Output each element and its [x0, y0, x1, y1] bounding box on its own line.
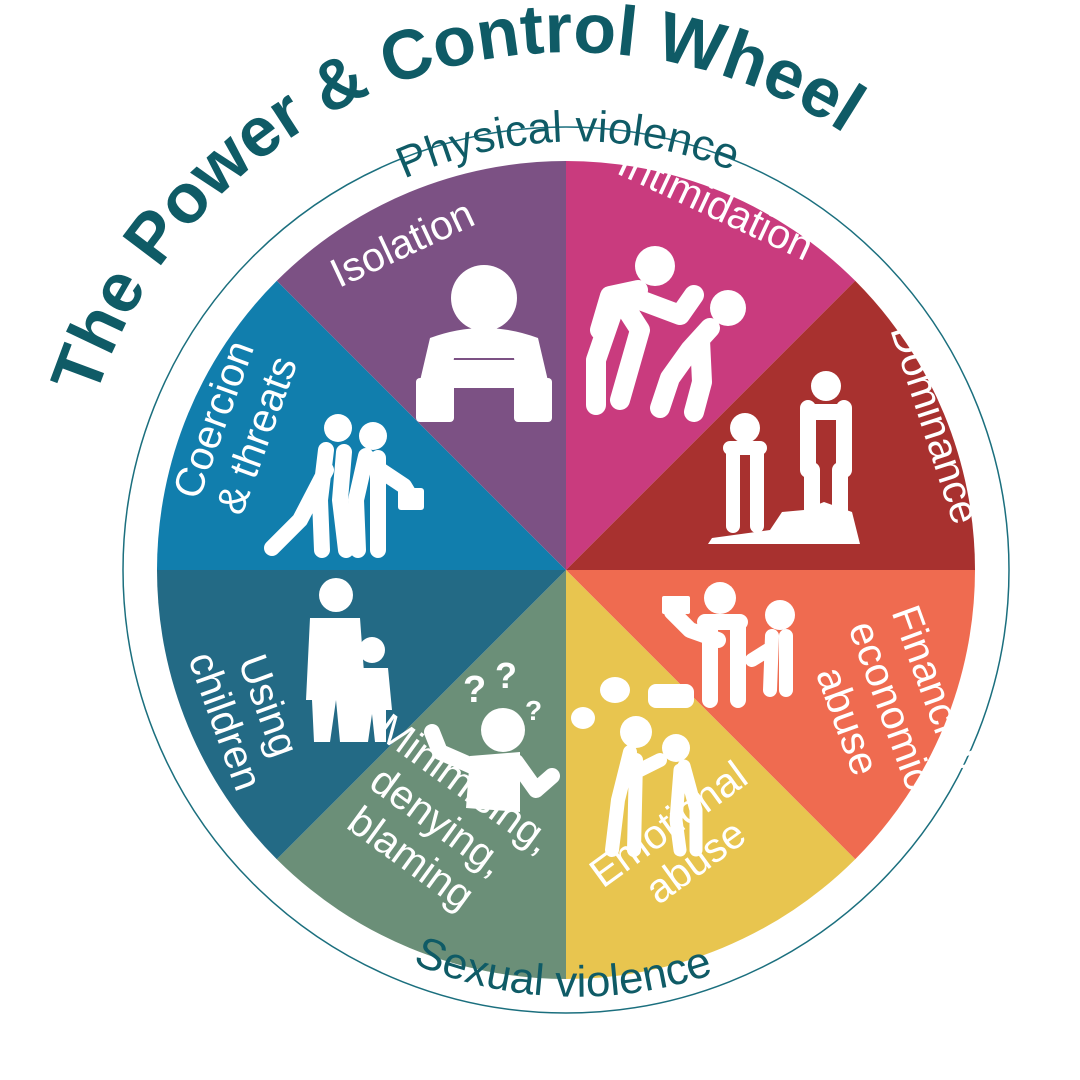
segment-dominance [566, 570, 975, 860]
question-mark-icon: ? [525, 695, 542, 726]
segment-financial [566, 570, 856, 979]
segment-coercion [276, 161, 566, 570]
outer-ring [122, 126, 1010, 1014]
segment-intimidation [566, 280, 975, 570]
sitting-person-icon [416, 265, 552, 422]
question-mark-icon: ? [495, 655, 517, 696]
question-mark-icon: ? [463, 669, 486, 711]
arguing-figures-icon [571, 677, 703, 857]
money-figures-icon [662, 582, 795, 708]
intimidating-people-icon [586, 246, 746, 422]
coercion-figures-icon [264, 414, 424, 558]
segment-children [157, 280, 566, 570]
confused-person-icon [424, 708, 560, 812]
segment-emotional [276, 570, 566, 979]
wheel-segments [157, 161, 975, 979]
dominant-person-icon [708, 371, 860, 544]
parent-child-icon [306, 578, 392, 742]
